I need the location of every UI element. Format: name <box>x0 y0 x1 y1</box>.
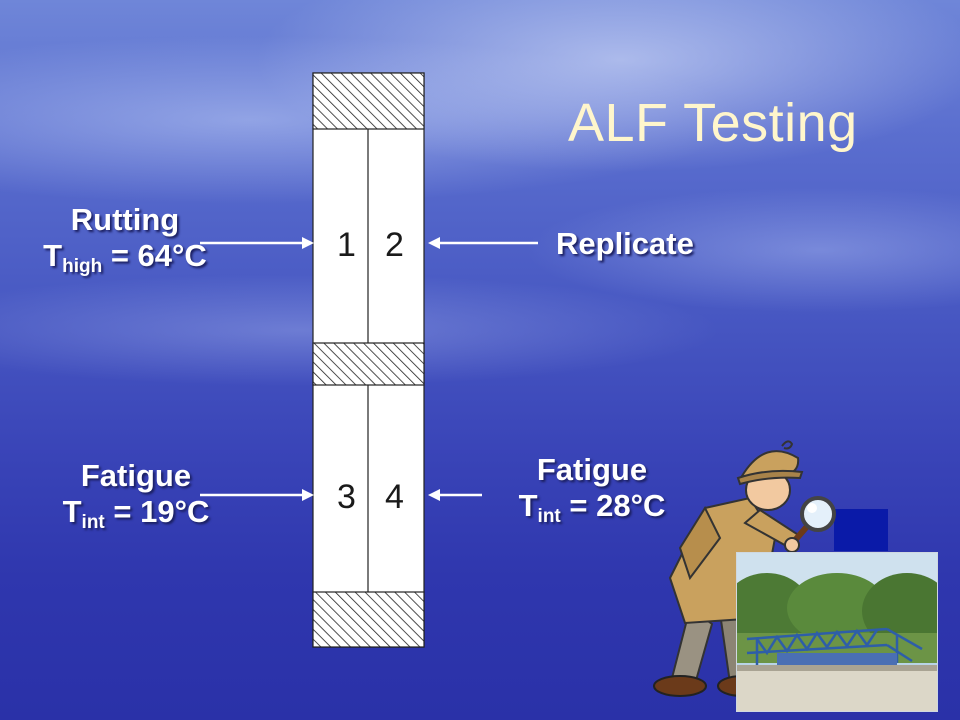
fatigue-right-temperature: Tint = 28°C <box>518 488 666 527</box>
lane-number-1: 1 <box>337 226 356 264</box>
rutting-name: Rutting <box>70 202 180 237</box>
transition-zone-bottom <box>312 591 425 648</box>
lane-number-4: 4 <box>385 478 404 516</box>
lane-number-2: 2 <box>385 226 404 264</box>
transition-zone-middle <box>312 342 425 386</box>
rutting-temperature: Thigh = 64°C <box>43 238 207 277</box>
replicate-label: Replicate <box>556 226 694 261</box>
transition-zone-top <box>312 72 425 130</box>
fatigue-right-name: Fatigue <box>536 452 648 487</box>
fatigue-right-label: Fatigue Tint = 28°C <box>492 452 692 535</box>
fatigue-left-label: Fatigue Tint = 19°C <box>36 458 236 541</box>
slide-title: ALF Testing <box>568 93 858 153</box>
lane-number-3: 3 <box>337 478 356 516</box>
rutting-label: Rutting Thigh = 64°C <box>20 202 230 285</box>
navy-block <box>834 509 888 551</box>
fatigue-left-name: Fatigue <box>80 458 192 493</box>
alf-machine-photo <box>736 552 938 712</box>
fatigue-left-temperature: Tint = 19°C <box>62 494 210 533</box>
